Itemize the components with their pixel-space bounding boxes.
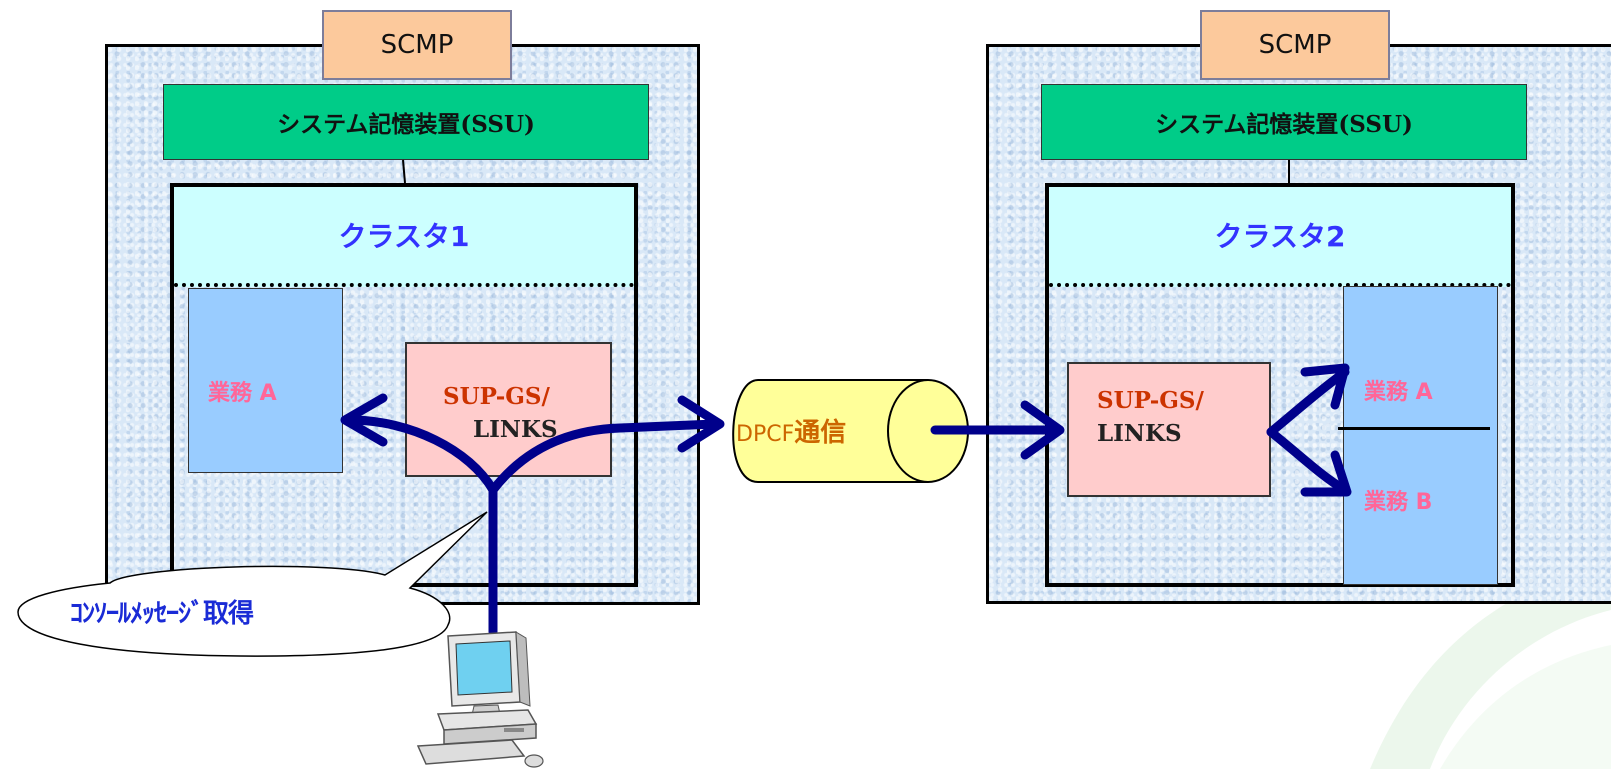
right-ssu-label: システム記憶装置(SSU) (1155, 111, 1413, 138)
left-cluster-header: クラスタ1 (174, 187, 634, 287)
right-cluster: クラスタ2 (1045, 183, 1515, 587)
right-sup-links-box: SUP-GS/ LINKS (1067, 362, 1271, 497)
dpcf-label-suffix: 通信 (794, 418, 847, 448)
right-sup-line2: LINKS (1097, 420, 1182, 448)
right-task-a-label: 業務 A (1364, 380, 1433, 405)
right-scmp-box: SCMP (1200, 10, 1390, 80)
right-sup-line1: SUP-GS/ (1097, 387, 1204, 414)
computer-terminal-icon (416, 631, 544, 768)
left-sup-line2: LINKS (473, 416, 558, 444)
dpcf-cylinder-end (887, 379, 969, 483)
right-cluster-title: クラスタ2 (1214, 220, 1346, 253)
right-task-divider (1338, 427, 1490, 430)
dpcf-label-prefix: DPCF (736, 422, 795, 447)
left-ssu-box: システム記憶装置(SSU) (163, 84, 649, 160)
right-scmp-label: SCMP (1258, 30, 1332, 60)
dpcf-label: DPCF通信 (736, 412, 846, 449)
left-sup-line1: SUP-GS/ (443, 383, 550, 410)
left-cluster: クラスタ1 (170, 183, 638, 587)
left-scmp-box: SCMP (322, 10, 512, 80)
right-task-b-label: 業務 B (1364, 490, 1433, 515)
right-ssu-box: システム記憶装置(SSU) (1041, 84, 1527, 160)
left-task-a-box (188, 288, 343, 473)
left-task-a-label: 業務 A (208, 381, 277, 406)
left-scmp-label: SCMP (380, 30, 454, 60)
left-sup-links-box: SUP-GS/ LINKS (405, 342, 612, 477)
left-cluster-title: クラスタ1 (338, 220, 470, 253)
left-ssu-label: システム記憶装置(SSU) (277, 111, 535, 138)
right-cluster-header: クラスタ2 (1049, 187, 1511, 287)
right-task-box (1343, 286, 1498, 585)
callout-label: ｺﾝｿｰﾙﾒｯｾｰｼﾞ取得 (70, 599, 254, 629)
